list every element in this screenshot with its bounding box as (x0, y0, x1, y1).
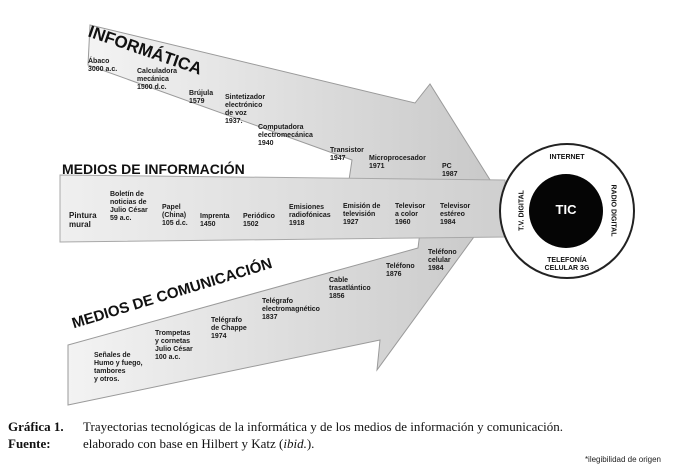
telefonia-label: TELEFONÍA CELULAR 3G (544, 257, 590, 272)
caption-title-row: Gráfica 1. Trayectorias tecnológicas de … (8, 418, 673, 435)
comunicacion-arrow (67, 207, 497, 406)
source-text-end: ). (306, 436, 315, 451)
informacion-item: Pintura mural (69, 211, 97, 229)
legibility-note: *ilegibilidad de origen (584, 455, 661, 464)
comunicacion-item: Señales de Humo y fuego, tambores y otro… (94, 352, 143, 383)
figure-caption: Gráfica 1. Trayectorias tecnológicas de … (8, 418, 673, 452)
heading-medios-informacion: MEDIOS DE INFORMACIÓN (62, 161, 245, 177)
tic-inner-circle (529, 174, 603, 248)
caption-label: Gráfica 1. (8, 419, 64, 434)
informacion-item: Televisor estéreo 1984 (440, 203, 471, 226)
informatica-item: Microprocesador 1971 (369, 155, 426, 170)
source-label: Fuente: (8, 436, 51, 451)
informacion-item: Televisor a color 1960 (395, 203, 426, 226)
informacion-item: Periódico 1502 (243, 213, 275, 228)
informatica-item: Sintetizador electrónico de voz 1937. (225, 94, 266, 125)
informacion-item: Papel (China) 105 d.c. (162, 204, 188, 227)
informatica-item: Brújula 1579 (189, 90, 214, 105)
technology-trajectories-diagram: INFORMÁTICA MEDIOS DE INFORMACIÓN MEDIOS… (59, 22, 635, 406)
informatica-item: Computadora electromecánica 1940 (258, 124, 313, 147)
informatica-item: Ábaco 3000 a.c. (88, 58, 118, 73)
source-text: elaborado con base en Hilbert y Katz (ib… (83, 435, 673, 452)
radio-digital-label: RADIO DIGITAL (609, 184, 617, 237)
comunicacion-item: Teléfono 1876 (386, 263, 415, 278)
informatica-item: Transistor 1947 (330, 147, 364, 162)
source-ibid: ibid. (283, 436, 307, 451)
arrows-graphic (59, 24, 635, 406)
informacion-item: Emisión de televisión 1927 (343, 203, 381, 226)
comunicacion-item: Trompetas y cornetas Julio César 100 a.c… (155, 330, 193, 361)
tv-digital-label: T.V. DIGITAL (518, 190, 526, 231)
informacion-item: Imprenta 1450 (200, 213, 230, 228)
informacion-item: Emisiones radiofónicas 1918 (289, 204, 331, 227)
comunicacion-item: Telégrafo electromagnético 1837 (262, 298, 320, 321)
comunicacion-item: Telégrafo de Chappe 1974 (211, 317, 247, 340)
comunicacion-item: Cable trasatlántico 1856 (329, 277, 371, 300)
source-text-start: elaborado con base en Hilbert y Katz ( (83, 436, 284, 451)
informacion-item: Boletín de noticias de Julio César 59 a.… (110, 191, 148, 222)
comunicacion-item: Teléfono celular 1984 (428, 249, 457, 272)
internet-label: INTERNET (549, 154, 585, 161)
caption-text: Trayectorias tecnológicas de la informát… (83, 419, 564, 434)
tic-label: TIC (555, 202, 577, 217)
informatica-item: Calculadora mecánica 1500 d.c. (137, 68, 178, 91)
informatica-item: PC 1987 (442, 163, 458, 178)
caption-source-row: Fuente: elaborado con base en Hilbert y … (8, 435, 673, 452)
